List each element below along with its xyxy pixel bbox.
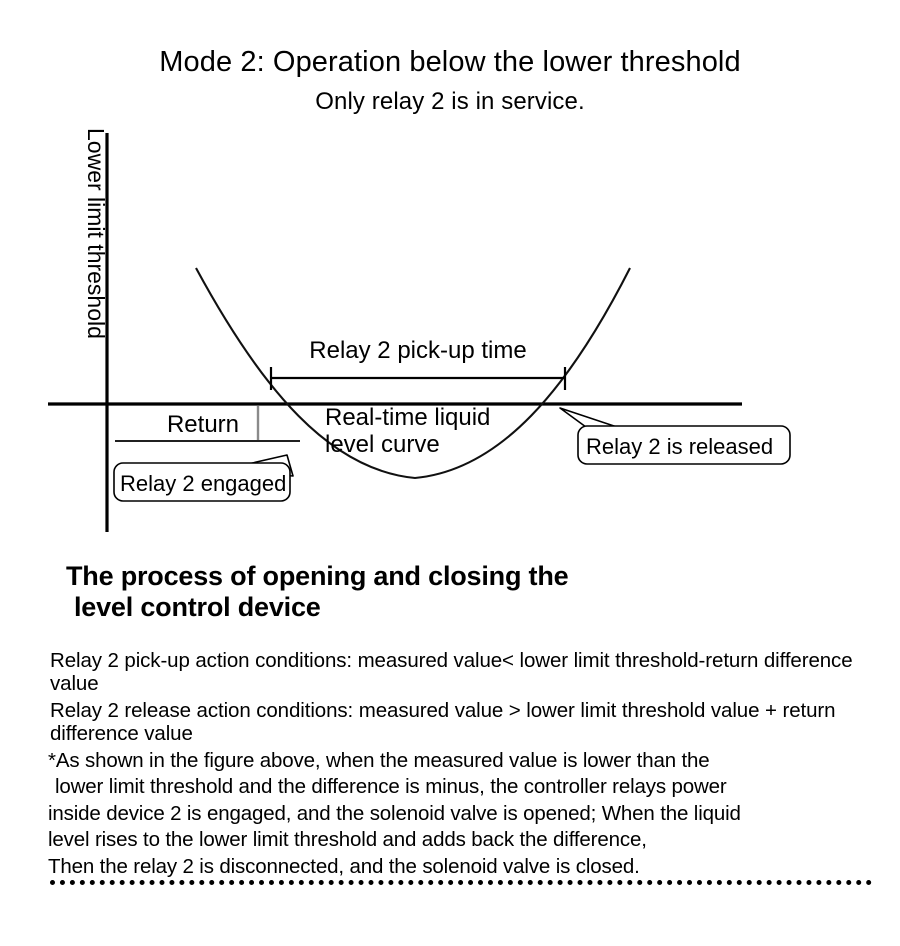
y-axis-label: Lower limit threshold (83, 128, 109, 339)
section-heading: The process of opening and closing the l… (66, 561, 786, 624)
explanatory-note: *As shown in the figure above, when the … (48, 748, 896, 880)
note-line-3: inside device 2 is engaged, and the sole… (48, 801, 741, 825)
relay-engaged-label: Relay 2 engaged (120, 471, 286, 496)
condition-release: Relay 2 release action conditions: measu… (50, 699, 836, 745)
note-line-5: Then the relay 2 is disconnected, and th… (48, 854, 640, 878)
relay-engaged-callout: Relay 2 engaged (113, 454, 294, 502)
real-time-liquid-level-curve (195, 267, 631, 480)
page-title: Mode 2: Operation below the lower thresh… (159, 46, 741, 78)
condition-pickup: Relay 2 pick-up action conditions: measu… (50, 649, 853, 695)
relay-released-label: Relay 2 is released (586, 434, 773, 459)
liquid-level-diagram: Lower limit threshold Relay 2 pick-up ti… (48, 128, 791, 532)
note-line-1: *As shown in the figure above, when the … (48, 749, 710, 772)
curve-label-line1: Real-time liquid (325, 404, 490, 431)
note-line-2: lower limit threshold and the difference… (55, 775, 727, 799)
page-subtitle: Only relay 2 is in service. (315, 88, 585, 115)
relay-released-callout: Relay 2 is released (559, 407, 791, 465)
pickup-time-bracket (269, 367, 567, 390)
section-heading-line1: The process of opening and closing the (66, 561, 569, 591)
pickup-time-label: Relay 2 pick-up time (309, 337, 526, 364)
curve-label-line2: level curve (325, 431, 440, 458)
section-heading-line2: level control device (74, 592, 321, 623)
bottom-divider (50, 880, 872, 885)
note-line-4: level rises to the lower limit threshold… (48, 828, 647, 852)
return-label: Return (167, 411, 239, 438)
